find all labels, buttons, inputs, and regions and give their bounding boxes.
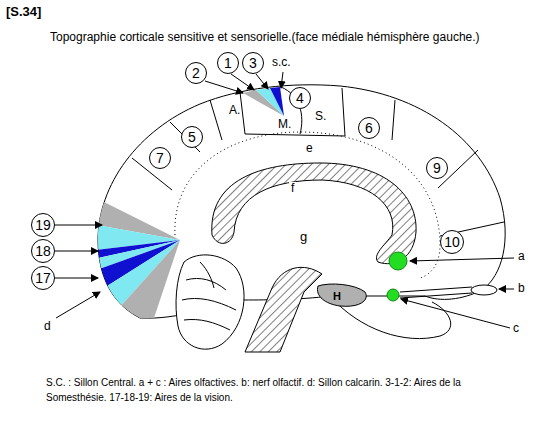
callout-circle: 10	[440, 230, 464, 254]
part-label: c	[513, 322, 519, 336]
part-label: S.	[315, 110, 326, 124]
callout-circle: 1	[217, 52, 239, 74]
callout-number: 5	[188, 130, 196, 144]
callout-number: 10	[444, 235, 460, 249]
part-label: s.c.	[272, 56, 291, 70]
part-label: a	[518, 250, 525, 264]
callout-number: 7	[156, 151, 164, 165]
part-label: d	[44, 320, 51, 334]
part-label: A.	[229, 104, 240, 118]
callout-number: 2	[192, 66, 200, 80]
callout-number: 19	[35, 218, 51, 232]
callout-circle: 6	[358, 117, 380, 139]
callout-number: 9	[433, 161, 441, 175]
callout-circle: 18	[31, 239, 55, 263]
callout-number: 4	[296, 91, 304, 105]
callout-circle: 2	[185, 62, 207, 84]
callout-number: 18	[35, 244, 51, 258]
part-label: H	[333, 290, 341, 303]
part-label: f	[289, 182, 296, 196]
callout-circle: 9	[426, 157, 448, 179]
callout-circle: 7	[149, 147, 171, 169]
callout-circle: 4	[289, 87, 311, 109]
callout-circle: 17	[31, 266, 55, 290]
callout-circle: 5	[181, 126, 203, 148]
part-label: e	[306, 142, 313, 156]
callout-circle: 3	[242, 52, 264, 74]
diagram-title: Topographie corticale sensitive et senso…	[50, 30, 480, 44]
part-label: [S.34]	[6, 5, 41, 20]
part-label: g	[300, 230, 307, 245]
part-label: M.	[278, 118, 291, 132]
callout-number: 3	[249, 56, 257, 70]
callout-circle: 19	[31, 213, 55, 237]
callout-number: 17	[35, 271, 51, 285]
part-label: b	[518, 282, 525, 296]
caption-text: S.C. : Sillon Central. a + c : Aires olf…	[46, 376, 516, 405]
callout-number: 1	[224, 56, 232, 70]
callout-number: 6	[365, 121, 373, 135]
